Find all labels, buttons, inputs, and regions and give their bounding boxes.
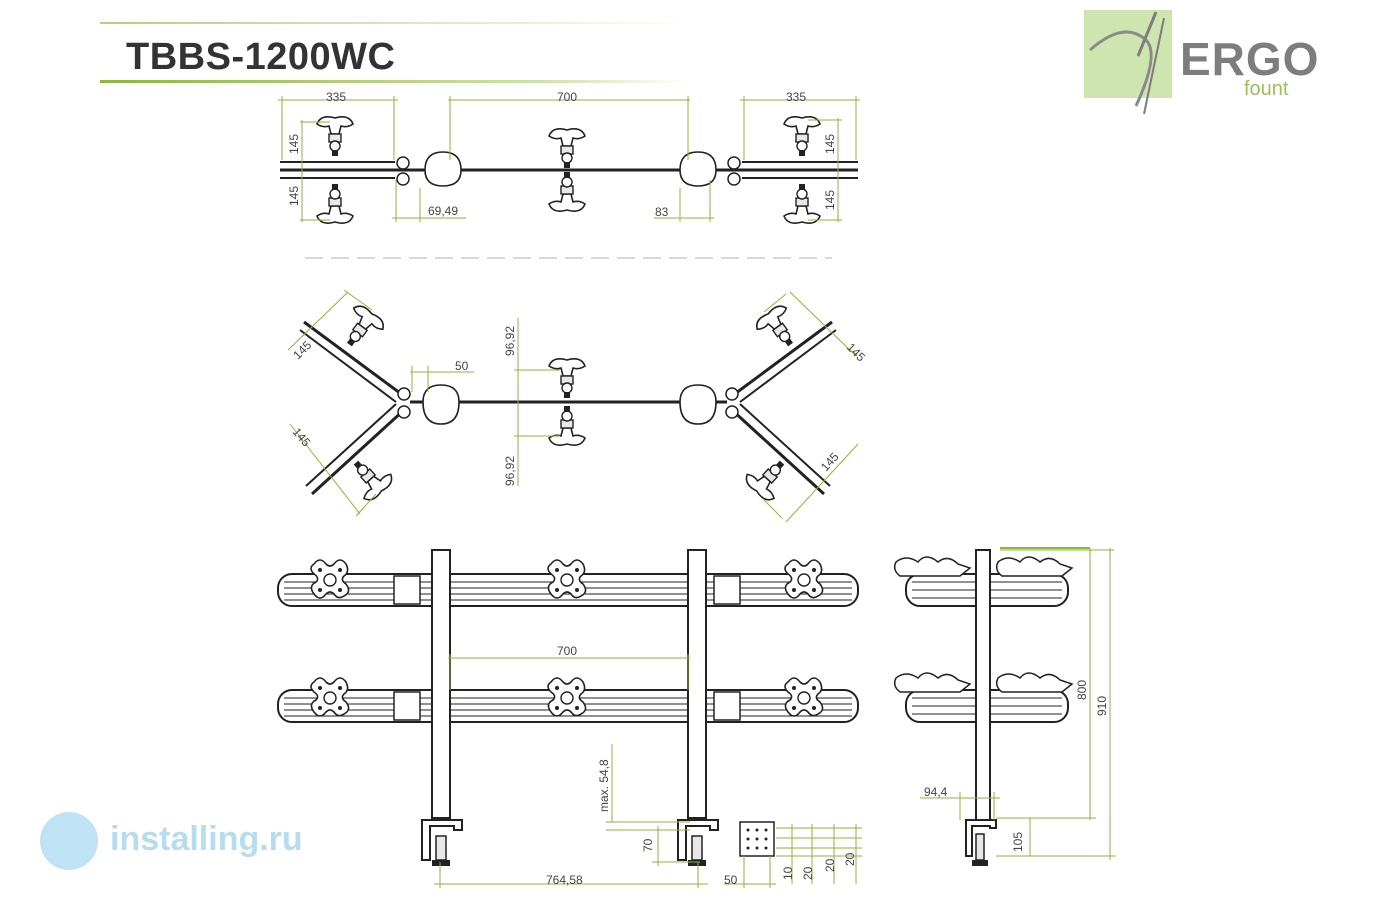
dim-front-max-height: max. 54,8 xyxy=(597,759,611,812)
front-view: 700 max. 54,8 70 764,58 50 10 20 20 20 xyxy=(277,549,862,888)
side-view: 800 910 105 94,4 xyxy=(893,547,1116,866)
dim-top-right-width: 335 xyxy=(786,90,806,104)
dim-front-clamp-height: 70 xyxy=(641,838,655,852)
watermark-text: installing.ru xyxy=(110,820,303,858)
dim-top-offset-left: 69,49 xyxy=(428,204,458,218)
dim-top-right-upper: 145 xyxy=(823,134,837,154)
dim-mid-lower-angle: 96,92 xyxy=(503,456,517,486)
logo-wordmark: ERGO xyxy=(1180,33,1320,85)
dim-mid-offset: 50 xyxy=(455,359,469,373)
dim-front-d3: 20 xyxy=(823,858,837,872)
dim-top-left-width: 335 xyxy=(326,90,346,104)
dim-side-clamp-105: 105 xyxy=(1011,832,1025,852)
dim-front-d4: 20 xyxy=(843,852,857,866)
angled-view: 145 145 145 145 96,92 96,92 50 xyxy=(287,289,868,523)
title-rule-top xyxy=(100,22,690,24)
title-rule-bottom xyxy=(100,80,690,83)
dim-mid-upper-angle: 96,92 xyxy=(503,326,517,356)
watermark: installing.ru xyxy=(22,806,314,876)
dim-top-left-upper: 145 xyxy=(287,134,301,154)
top-view: 335 700 335 145 145 145 145 69,49 83 xyxy=(278,90,860,223)
watermark-globe-icon xyxy=(40,812,98,870)
logo-mark xyxy=(1084,10,1172,115)
dim-top-center-width: 700 xyxy=(557,90,577,104)
dim-front-center-width: 700 xyxy=(557,644,577,658)
dim-side-offset: 94,4 xyxy=(924,785,948,799)
logo-swoosh-icon xyxy=(1089,11,1165,115)
ergofount-logo: ERGO fount xyxy=(1084,10,1318,116)
dim-top-left-lower: 145 xyxy=(287,186,301,206)
dim-mid-arm-upper-left: 145 xyxy=(290,338,314,362)
dim-top-right-lower: 145 xyxy=(823,190,837,210)
dim-mid-arm-lower-right: 145 xyxy=(818,450,842,474)
dim-front-small-width: 50 xyxy=(724,873,738,887)
page-title: TBBS-1200WC xyxy=(126,36,396,78)
dim-front-d2: 20 xyxy=(801,866,815,880)
dim-side-height-910: 910 xyxy=(1095,696,1109,716)
dim-top-offset-right: 83 xyxy=(655,205,669,219)
dim-front-d1: 10 xyxy=(781,866,795,880)
dim-side-height-800: 800 xyxy=(1075,680,1089,700)
logo-subtitle: fount xyxy=(1244,78,1289,100)
dim-mid-arm-upper-right: 145 xyxy=(844,340,868,364)
dim-front-base-width: 764,58 xyxy=(546,873,583,887)
